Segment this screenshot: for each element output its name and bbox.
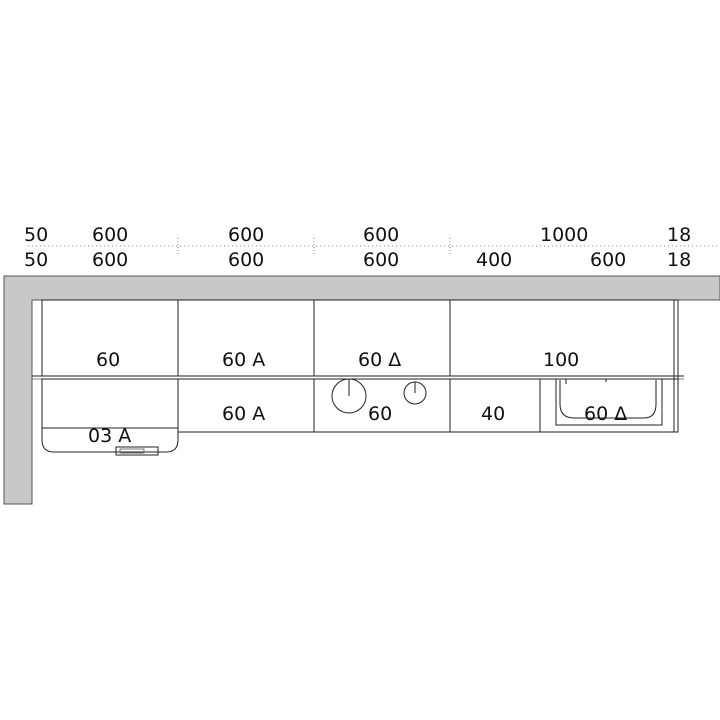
dim-bottom-1: 50 [24, 249, 48, 271]
dim-top-1: 50 [24, 224, 48, 246]
sink-unit-highlight [555, 378, 663, 426]
dim-bottom-7: 18 [667, 249, 691, 271]
sink-basin-icon [559, 380, 657, 419]
base-unit-label: 60 [368, 403, 392, 425]
dim-bottom-3: 600 [228, 249, 264, 271]
dim-top-2: 600 [92, 224, 128, 246]
dim-top-5: 1000 [540, 224, 588, 246]
base-corner-unit [41, 378, 179, 453]
handle-icon-inner [119, 448, 145, 454]
base-unit-label: 03 A [88, 425, 131, 447]
base-unit-label: 40 [481, 403, 505, 425]
room-wall [3, 275, 720, 505]
dim-bottom-4: 600 [363, 249, 399, 271]
wall-unit-label: 100 [543, 349, 579, 371]
dim-bottom-5: 400 [476, 249, 512, 271]
dim-bottom-2: 600 [92, 249, 128, 271]
wall-unit-label: 60 Δ [358, 349, 401, 371]
dim-top-6: 18 [667, 224, 691, 246]
handle-icon [115, 446, 159, 456]
cooktop-burners-icon [331, 378, 427, 414]
wall-unit-label: 60 [96, 349, 120, 371]
dim-top-3: 600 [228, 224, 264, 246]
base-unit-label: 60 Δ [584, 403, 627, 425]
dim-bottom-6: 600 [590, 249, 626, 271]
wall-unit-label: 60 A [222, 349, 265, 371]
dim-top-4: 600 [363, 224, 399, 246]
base-unit-label: 60 A [222, 403, 265, 425]
